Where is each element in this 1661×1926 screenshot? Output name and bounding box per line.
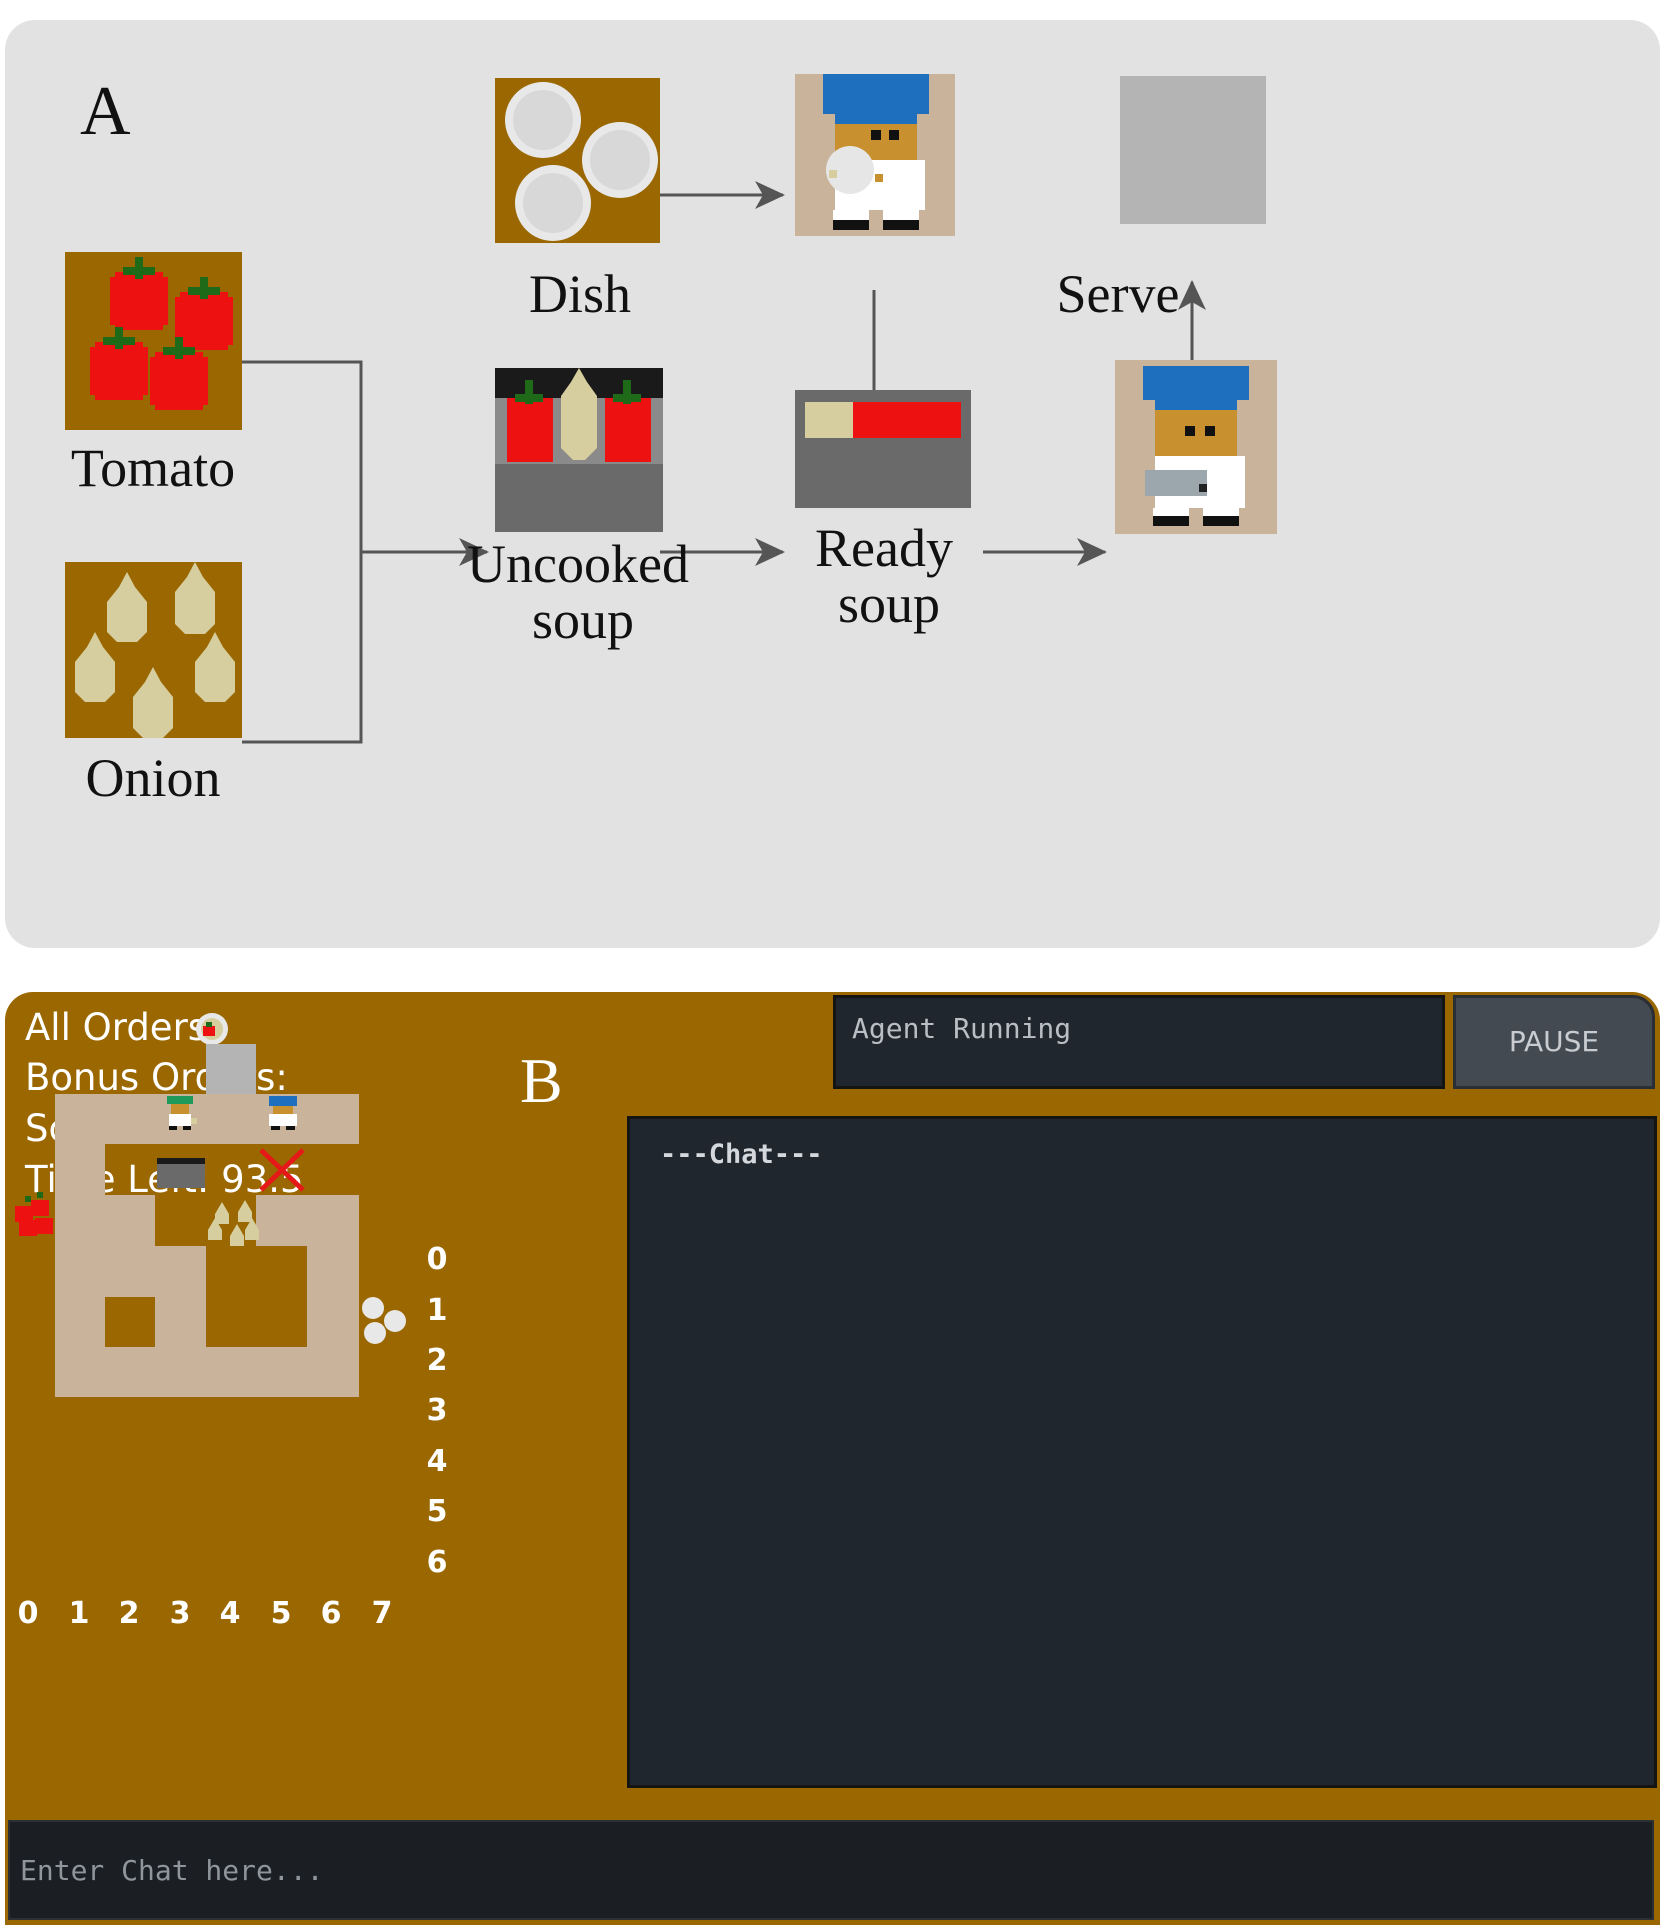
dish-dispenser bbox=[362, 1297, 406, 1344]
col-label-4: 4 bbox=[219, 1596, 241, 1631]
ready-soup-pot-icon bbox=[795, 390, 971, 508]
tomato-onion-merge-line bbox=[242, 360, 363, 744]
tomato-pile-icon bbox=[65, 252, 242, 430]
row-label-6: 6 bbox=[426, 1545, 448, 1580]
chat-log[interactable]: ---Chat--- bbox=[627, 1116, 1657, 1788]
cross-icon bbox=[259, 1148, 305, 1192]
uncooked-soup-pot-icon bbox=[495, 368, 663, 532]
col-label-3: 3 bbox=[169, 1596, 191, 1631]
panel-a-label: A bbox=[80, 73, 131, 150]
dish-caption: Dish bbox=[528, 264, 631, 324]
row-label-1: 1 bbox=[426, 1293, 448, 1328]
col-label-7: 7 bbox=[371, 1596, 393, 1631]
chef-holding-soup-icon bbox=[1115, 360, 1277, 534]
all-orders-label: All Orders: bbox=[25, 1006, 220, 1049]
pause-button[interactable]: PAUSE bbox=[1453, 995, 1655, 1089]
col-label-0: 0 bbox=[17, 1596, 39, 1631]
col-label-2: 2 bbox=[118, 1596, 140, 1631]
row-label-4: 4 bbox=[426, 1444, 448, 1479]
serve-caption: Serve bbox=[1056, 264, 1180, 324]
flow-arrows bbox=[242, 181, 1206, 744]
serving-station-icon bbox=[1120, 76, 1266, 224]
uncooked-soup-caption-line1: Uncooked bbox=[467, 534, 689, 594]
onion-pile-icon bbox=[65, 562, 242, 738]
col-label-1: 1 bbox=[68, 1596, 90, 1631]
col-label-5: 5 bbox=[270, 1596, 292, 1631]
pot-counter bbox=[157, 1158, 205, 1188]
panel-a-recipe-diagram: A Tomat bbox=[5, 20, 1660, 948]
ready-soup-caption-line2: soup bbox=[837, 574, 940, 634]
panel-b-label: B bbox=[520, 1045, 563, 1116]
floor-cells bbox=[55, 1094, 359, 1397]
agent-status-text: Agent Running bbox=[852, 1012, 1072, 1045]
order-soup-icon bbox=[196, 1013, 228, 1045]
panel-b-game-screen: All Orders: Bonus Orders: Score: 0 Time … bbox=[5, 992, 1660, 1925]
tomato-dispenser bbox=[15, 1192, 53, 1236]
row-label-0: 0 bbox=[426, 1242, 448, 1277]
ready-soup-caption-line1: Ready bbox=[815, 518, 953, 578]
kitchen-grid bbox=[15, 1044, 406, 1397]
tomato-caption: Tomato bbox=[70, 438, 236, 498]
col-label-6: 6 bbox=[320, 1596, 342, 1631]
onion-dispenser bbox=[208, 1200, 259, 1246]
row-label-2: 2 bbox=[426, 1343, 448, 1378]
row-label-3: 3 bbox=[426, 1393, 448, 1428]
chef-green bbox=[167, 1096, 197, 1130]
chef-holding-dish-icon bbox=[795, 74, 955, 236]
row-label-5: 5 bbox=[426, 1494, 448, 1529]
agent-status-box: Agent Running bbox=[833, 995, 1445, 1089]
uncooked-soup-caption-line2: soup bbox=[531, 590, 634, 650]
dish-stack-icon bbox=[495, 78, 660, 243]
serving-station bbox=[206, 1044, 256, 1094]
chat-title: ---Chat--- bbox=[660, 1139, 823, 1170]
chef-blue bbox=[269, 1096, 297, 1130]
chat-input[interactable] bbox=[8, 1820, 1654, 1920]
onion-caption: Onion bbox=[85, 748, 221, 808]
